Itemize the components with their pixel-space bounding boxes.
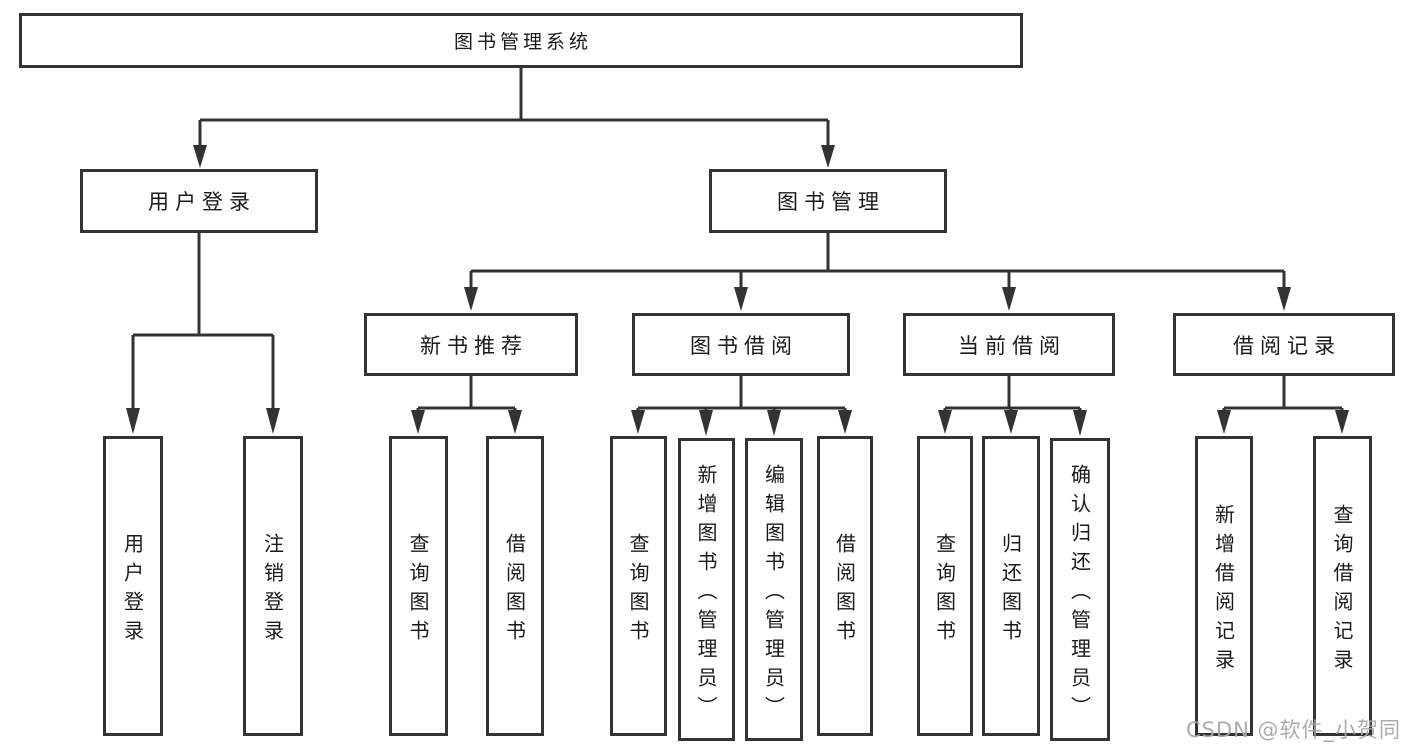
node-leaf-borrow-books-recommend: 借阅图书 bbox=[486, 436, 544, 736]
node-leaf-add-borrow-record: 新增借阅记录 bbox=[1195, 436, 1253, 736]
node-user-login: 用户登录 bbox=[80, 169, 318, 233]
arrow-down-icon bbox=[193, 145, 207, 168]
node-leaf-confirm-return-admin: 确认归还（管理员） bbox=[1050, 438, 1110, 741]
arrow-down-icon bbox=[631, 410, 645, 434]
arrow-down-icon bbox=[699, 410, 713, 436]
arrow-down-icon bbox=[411, 410, 425, 434]
arrow-down-icon bbox=[1004, 410, 1018, 434]
node-leaf-borrow-books: 借阅图书 bbox=[817, 436, 873, 736]
arrow-down-icon bbox=[1335, 410, 1349, 434]
node-library-management-system: 图书管理系统 bbox=[19, 13, 1023, 68]
node-leaf-user-login: 用户登录 bbox=[103, 436, 163, 736]
node-book-management: 图书管理 bbox=[709, 169, 947, 233]
arrow-down-icon bbox=[126, 408, 140, 434]
arrow-down-icon bbox=[1073, 410, 1087, 436]
arrow-down-icon bbox=[266, 408, 280, 434]
node-borrow-records: 借阅记录 bbox=[1173, 313, 1395, 376]
csdn-watermark: CSDN @软件_小贺同学 bbox=[1186, 718, 1402, 742]
arrow-down-icon bbox=[1217, 410, 1231, 434]
arrow-down-icon bbox=[508, 410, 522, 434]
node-leaf-query-borrow-record: 查询借阅记录 bbox=[1313, 436, 1372, 736]
node-new-book-recommend: 新书推荐 bbox=[364, 313, 578, 376]
arrow-down-icon bbox=[734, 287, 748, 311]
arrow-down-icon bbox=[821, 145, 835, 168]
arrow-down-icon bbox=[1277, 287, 1291, 311]
node-leaf-logout: 注销登录 bbox=[243, 436, 303, 736]
arrow-down-icon bbox=[838, 410, 852, 434]
node-current-borrowing: 当前借阅 bbox=[903, 313, 1115, 376]
node-leaf-edit-books-admin: 编辑图书（管理员） bbox=[745, 438, 803, 741]
node-leaf-return-books: 归还图书 bbox=[982, 436, 1040, 736]
arrow-down-icon bbox=[464, 287, 478, 311]
node-leaf-query-books-recommend: 查询图书 bbox=[389, 436, 448, 736]
node-book-borrowing: 图书借阅 bbox=[632, 313, 850, 376]
arrow-down-icon bbox=[1002, 287, 1016, 311]
node-leaf-query-books-borrow: 查询图书 bbox=[610, 436, 667, 736]
arrow-down-icon bbox=[938, 410, 952, 434]
arrow-down-icon bbox=[767, 410, 781, 436]
node-leaf-add-books-admin: 新增图书（管理员） bbox=[678, 438, 735, 741]
node-leaf-query-books-current: 查询图书 bbox=[917, 436, 973, 736]
